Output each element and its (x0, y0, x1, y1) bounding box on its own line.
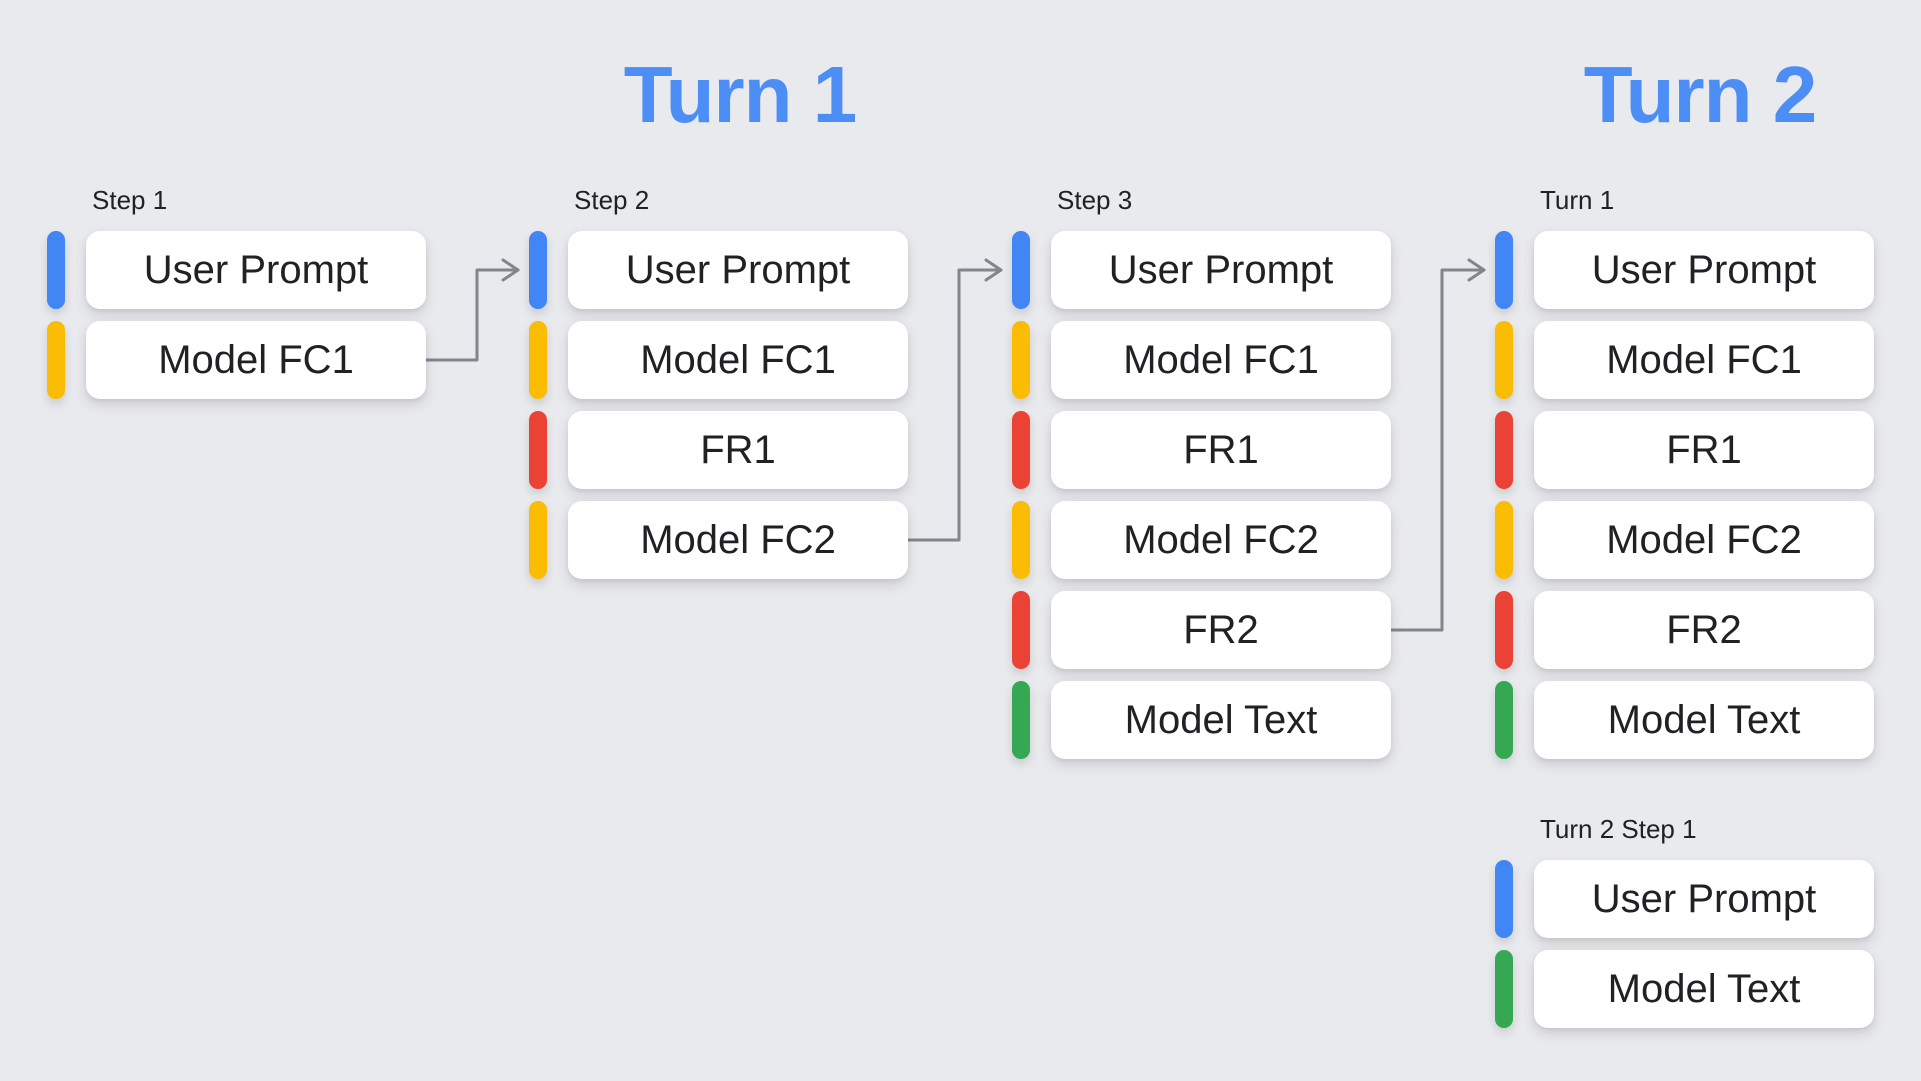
message-box: FR2 (1534, 591, 1874, 669)
message-box: User Prompt (568, 231, 908, 309)
message-box: Model FC2 (1534, 501, 1874, 579)
row-model-fc2: Model FC2 (1495, 501, 1874, 579)
row-model-text: Model Text (1012, 681, 1391, 759)
arrow-head-icon (501, 258, 520, 282)
message-box: Model FC1 (1051, 321, 1391, 399)
row-user-prompt: User Prompt (1012, 231, 1391, 309)
column-label: Step 2 (574, 185, 650, 215)
message-box: Model FC1 (568, 321, 908, 399)
green-bar (1012, 681, 1030, 759)
green-bar (1495, 681, 1513, 759)
row-fr2: FR2 (1495, 591, 1874, 669)
message-box: User Prompt (1534, 860, 1874, 938)
blue-bar (1012, 231, 1030, 309)
yellow-bar (1012, 321, 1030, 399)
message-box: FR1 (1534, 411, 1874, 489)
message-box: User Prompt (86, 231, 426, 309)
arrow-head-icon (1467, 258, 1486, 282)
row-fr1: FR1 (1495, 411, 1874, 489)
arrow-connector (424, 268, 520, 362)
message-box: Model FC1 (1534, 321, 1874, 399)
yellow-bar (47, 321, 65, 399)
row-fr1: FR1 (529, 411, 908, 489)
row-model-fc1: Model FC1 (1012, 321, 1391, 399)
blue-bar (529, 231, 547, 309)
message-box: FR1 (568, 411, 908, 489)
row-model-text: Model Text (1495, 681, 1874, 759)
message-box: User Prompt (1534, 231, 1874, 309)
row-user-prompt: User Prompt (529, 231, 908, 309)
row-user-prompt: User Prompt (1495, 860, 1874, 938)
yellow-bar (1495, 321, 1513, 399)
row-user-prompt: User Prompt (1495, 231, 1874, 309)
message-box: Model Text (1534, 681, 1874, 759)
blue-bar (1495, 860, 1513, 938)
message-box: FR1 (1051, 411, 1391, 489)
red-bar (1495, 411, 1513, 489)
message-box: Model Text (1534, 950, 1874, 1028)
message-box: Model FC2 (568, 501, 908, 579)
blue-bar (1495, 231, 1513, 309)
arrow-connector (906, 268, 1003, 542)
green-bar (1495, 950, 1513, 1028)
arrow-head-icon (984, 258, 1003, 282)
row-model-fc1: Model FC1 (529, 321, 908, 399)
red-bar (1495, 591, 1513, 669)
row-model-fc2: Model FC2 (529, 501, 908, 579)
row-fr1: FR1 (1012, 411, 1391, 489)
column-label: Turn 1 (1540, 185, 1615, 215)
arrow-connector (1389, 268, 1486, 632)
row-model-text: Model Text (1495, 950, 1874, 1028)
turn-2-title: Turn 2 (1583, 50, 1818, 139)
row-model-fc1: Model FC1 (1495, 321, 1874, 399)
column-label: Step 3 (1057, 185, 1133, 215)
column-label: Turn 2 Step 1 (1540, 814, 1697, 844)
red-bar (529, 411, 547, 489)
yellow-bar (1012, 501, 1030, 579)
message-box: User Prompt (1051, 231, 1391, 309)
row-model-fc2: Model FC2 (1012, 501, 1391, 579)
turn-1-title: Turn 1 (623, 50, 858, 139)
row-model-fc1: Model FC1 (47, 321, 426, 399)
red-bar (1012, 591, 1030, 669)
message-box: Model Text (1051, 681, 1391, 759)
yellow-bar (1495, 501, 1513, 579)
blue-bar (47, 231, 65, 309)
row-user-prompt: User Prompt (47, 231, 426, 309)
yellow-bar (529, 321, 547, 399)
message-box: Model FC1 (86, 321, 426, 399)
red-bar (1012, 411, 1030, 489)
message-box: Model FC2 (1051, 501, 1391, 579)
row-fr2: FR2 (1012, 591, 1391, 669)
column-label: Step 1 (92, 185, 168, 215)
yellow-bar (529, 501, 547, 579)
message-box: FR2 (1051, 591, 1391, 669)
